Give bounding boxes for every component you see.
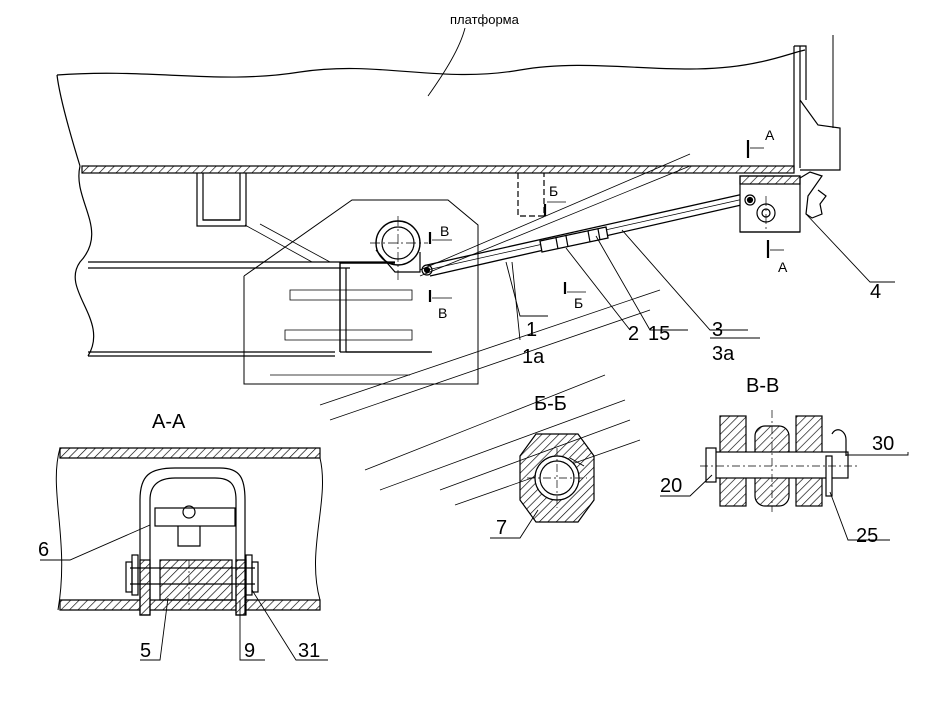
section-markers <box>428 140 770 302</box>
section-title-b-b: Б-Б <box>534 393 567 415</box>
marker-a-top: А <box>765 127 775 143</box>
callout-20: 20 <box>660 475 682 497</box>
callout-1a: 1а <box>522 346 545 368</box>
marker-v-bottom: В <box>438 305 447 321</box>
main-view <box>56 27 895 506</box>
callout-6: 6 <box>38 539 49 561</box>
callout-7: 7 <box>496 517 507 539</box>
section-title-a-a: А-А <box>152 411 186 433</box>
callout-30: 30 <box>872 433 894 455</box>
callout-4: 4 <box>870 281 881 303</box>
platform-label: платформа <box>450 12 520 27</box>
center-lines <box>370 196 767 282</box>
section-a-a <box>40 447 328 661</box>
platform-bracket <box>196 173 247 227</box>
section-v-v <box>660 410 909 541</box>
labels: платформа А А В В Б Б 1 1а 2 15 3 3а 4 А… <box>38 12 894 662</box>
callout-9: 9 <box>244 640 255 662</box>
callout-15: 15 <box>648 323 670 345</box>
marker-v-top: В <box>440 223 449 239</box>
gusset-plate <box>243 199 479 385</box>
callout-3a: 3а <box>712 343 735 365</box>
turnbuckle-sleeve <box>539 226 609 253</box>
marker-b-bottom: Б <box>574 295 583 311</box>
frame-break-line <box>74 165 95 357</box>
marker-b-top: Б <box>549 183 558 199</box>
projection-lines <box>244 153 691 506</box>
callout-1: 1 <box>526 319 537 341</box>
leader-lines <box>427 27 895 341</box>
callout-2: 2 <box>628 323 639 345</box>
z-profile <box>339 262 395 352</box>
callout-5: 5 <box>140 640 151 662</box>
callout-3: 3 <box>712 319 723 341</box>
platform-break-line <box>56 49 806 78</box>
marker-a-bottom: А <box>778 259 788 275</box>
section-title-v-v: В-В <box>746 375 779 397</box>
latch-assembly <box>739 171 827 233</box>
callout-25: 25 <box>856 525 878 547</box>
section-b-b <box>490 433 595 539</box>
callout-31: 31 <box>298 640 320 662</box>
side-board <box>793 35 841 171</box>
